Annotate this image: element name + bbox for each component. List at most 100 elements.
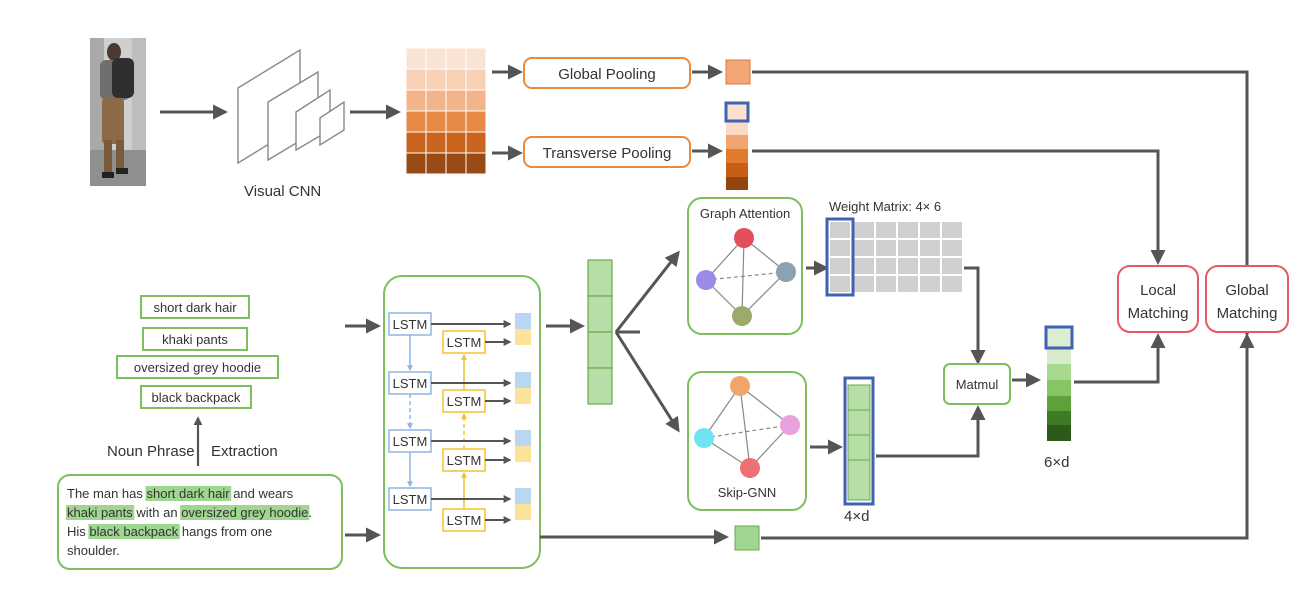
arrow-6d-to-local-matching [1074,333,1166,384]
phrase-highlight [145,486,232,501]
phrase-features-6xd [1044,325,1074,441]
noun-phrase-label: khaki pants [162,332,228,347]
local-matching-box: Local Matching [1117,265,1199,333]
highlighted-phrase-feature [1044,325,1074,350]
highlighted-visual-part [724,101,750,123]
weight-matrix-cell [830,258,850,274]
weight-matrix-cell [854,276,874,292]
noun-phrase-caption: Noun Phrase [107,443,195,460]
global-visual-feature [725,59,751,85]
forward-hidden-state [515,430,531,446]
weight-matrix-cell [898,240,918,256]
backward-lstm-label: LSTM [447,394,482,409]
noun-phrase-box [142,327,248,351]
node-features-4xd [843,376,875,506]
weight-matrix-cell [854,240,874,256]
arrow-to-skip-gnn [614,331,680,433]
global-pooling-label: Global Pooling [558,66,656,83]
graph-node-red [734,228,754,248]
feature-map-cell [425,47,447,70]
highlighted-weight-column [825,217,855,297]
gnn-node-cyan [694,428,714,448]
weight-matrix-cell [876,276,896,292]
highlighted-phrase: black backpack [89,524,178,539]
global-text-feature [734,525,760,551]
weight-matrix-cell [876,240,896,256]
feature-map-cell [465,131,487,154]
highlighted-phrase: oversized grey hoodie [181,505,308,520]
weight-matrix-cell [898,276,918,292]
gnn-node-orange [730,376,750,396]
skip-gnn-label: Skip-GNN [718,485,777,500]
feature-map-cell [465,89,487,112]
feature-map-cell [425,152,447,175]
backward-hidden-state [515,504,531,520]
weight-matrix-cell [920,258,940,274]
matmul-label: Matmul [956,377,999,392]
feature-map-cell [425,68,447,91]
sentence-fragment: shoulder. [67,543,120,558]
backward-lstm-label: LSTM [447,335,482,350]
global-matching-box: Global Matching [1205,265,1289,333]
sentence-fragment: . [308,505,312,520]
weight-matrix-cell [876,258,896,274]
weight-matrix-grid [825,217,962,297]
weight-matrix-cell [920,240,940,256]
forward-lstm-label: LSTM [393,376,428,391]
graph-node-purple [696,270,716,290]
weight-matrix-cell [830,222,850,238]
noun-phrase-label: black backpack [152,390,241,405]
backward-lstm-label: LSTM [447,513,482,528]
feature-map-cell [425,131,447,154]
weight-matrix-cell [898,222,918,238]
weight-matrix-cell [854,222,874,238]
noun-phrase-box [140,295,250,319]
sentence-fragment: with an [133,505,181,520]
weight-matrix-cell [876,222,896,238]
forward-hidden-state [515,488,531,504]
backward-hidden-state [515,329,531,345]
graph-attention-box: Graph Attention [687,197,803,335]
visual-cnn-label: Visual CNN [244,183,321,200]
feature-map-cell [425,110,447,133]
sentence-fragment: and wears [230,486,294,501]
forward-lstm-label: LSTM [393,434,428,449]
sentence-line: shoulder. [67,543,120,558]
feature-map-cell [405,89,427,112]
person-photo [90,38,146,186]
weight-matrix-cell [942,240,962,256]
weight-matrix-label: Weight Matrix: 4× 6 [829,199,941,214]
global-matching-line2: Matching [1217,305,1278,322]
sentence-fragment: The man has [67,486,147,501]
backward-hidden-state [515,388,531,404]
feature-map-cell [445,110,467,133]
global-matching-line1: Global [1225,282,1268,299]
feature-map-cell [405,68,427,91]
global-pooling-box: Global Pooling [523,57,691,89]
weight-matrix-cell [898,258,918,274]
skip-gnn-box: Skip-GNN [687,371,807,511]
sentence-box [57,474,343,570]
sentence-line: The man has short dark hair and wears [67,486,294,501]
transverse-pooling-label: Transverse Pooling [543,145,672,162]
noun-phrase-box [116,355,279,379]
dim-4xd-label: 4×d [844,508,869,525]
feature-map-cell [405,131,427,154]
forward-lstm-label: LSTM [393,317,428,332]
feature-map-cell [465,152,487,175]
phrase-embedding-column [587,259,613,405]
phrase-highlight [66,505,135,520]
highlighted-phrase: khaki pants [67,505,133,520]
sentence-text: The man has short dark hair and wears kha… [66,486,312,558]
weight-matrix-cell [854,258,874,274]
graph-node-olive [732,306,752,326]
dim-6xd-label: 6×d [1044,454,1069,471]
weight-matrix-cell [830,276,850,292]
graph-node-gray-blue [776,262,796,282]
forward-hidden-state [515,313,531,329]
weight-matrix-cell [942,222,962,238]
graph-attention-label: Graph Attention [700,206,790,221]
